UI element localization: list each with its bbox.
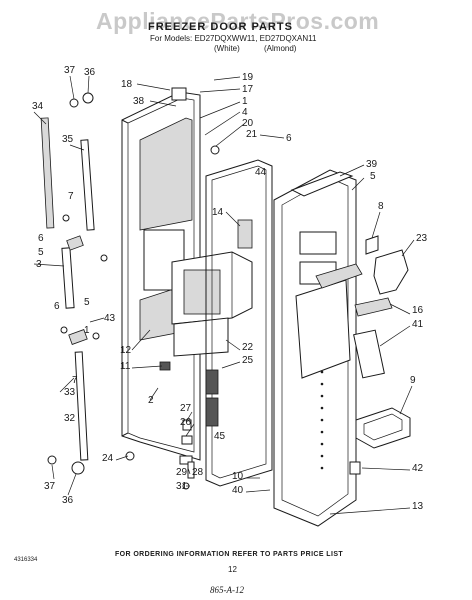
callout: 23 bbox=[416, 233, 428, 244]
callout: 41 bbox=[412, 319, 424, 330]
callout: 44 bbox=[255, 167, 267, 178]
callout: 39 bbox=[366, 159, 378, 170]
model-numbers: For Models: ED27DQXWW11, ED27DQXAN11 bbox=[150, 34, 317, 43]
callout: 6 bbox=[286, 133, 292, 144]
shelf-bin bbox=[373, 249, 409, 295]
ordering-note: FOR ORDERING INFORMATION REFER TO PARTS … bbox=[115, 551, 344, 558]
callout: 45 bbox=[214, 431, 226, 442]
callout: 34 bbox=[32, 101, 44, 112]
callout: 21 bbox=[246, 129, 258, 140]
variant-white: (White) bbox=[214, 44, 240, 53]
callout: 33 bbox=[64, 387, 76, 398]
callout: 1 bbox=[242, 96, 248, 107]
door-bin bbox=[355, 407, 411, 449]
callout: 25 bbox=[242, 355, 254, 366]
callout: 16 bbox=[412, 305, 424, 316]
callout: 5 bbox=[84, 297, 90, 308]
watermark: AppliancePartsPros.com bbox=[96, 8, 380, 34]
callout: 37 bbox=[44, 481, 56, 492]
dispenser-housing bbox=[171, 251, 253, 357]
door-gasket bbox=[205, 159, 273, 487]
callout: 40 bbox=[232, 485, 244, 496]
callout: 6 bbox=[54, 301, 60, 312]
callout: 29 bbox=[176, 467, 188, 478]
callout: 10 bbox=[232, 471, 244, 482]
callout: 36 bbox=[62, 495, 74, 506]
hinge-parts bbox=[40, 92, 135, 475]
callout: 35 bbox=[62, 134, 74, 145]
callout-leader-lines bbox=[33, 75, 415, 515]
callout: 42 bbox=[412, 463, 424, 474]
callout: 5 bbox=[370, 171, 376, 182]
small-bracket bbox=[365, 235, 379, 255]
callout: 24 bbox=[102, 453, 114, 464]
callout: 12 bbox=[120, 345, 132, 356]
callout: 5 bbox=[38, 247, 44, 258]
upper-shelf-rail bbox=[290, 171, 354, 197]
callout: 6 bbox=[38, 233, 44, 244]
handwritten-note: 865-A-12 bbox=[210, 585, 244, 595]
callout: 28 bbox=[192, 467, 204, 478]
trim-strip bbox=[354, 297, 393, 317]
callout: 38 bbox=[133, 96, 145, 107]
callout: 36 bbox=[84, 67, 96, 78]
callout: 27 bbox=[180, 403, 192, 414]
callout: 20 bbox=[242, 118, 254, 129]
callout: 1 bbox=[84, 325, 90, 336]
callout: 26 bbox=[180, 417, 192, 428]
callout: 8 bbox=[378, 201, 384, 212]
callout: 17 bbox=[242, 84, 254, 95]
ice-dispenser-cover bbox=[295, 263, 363, 379]
callout: 7 bbox=[72, 375, 78, 386]
callout: 2 bbox=[148, 395, 154, 406]
callout: 14 bbox=[212, 207, 224, 218]
callout: 22 bbox=[242, 342, 254, 353]
bottom-hardware bbox=[159, 87, 361, 490]
label-card bbox=[353, 329, 385, 379]
callout: 31 bbox=[176, 481, 188, 492]
callout: 7 bbox=[68, 191, 74, 202]
callout: 9 bbox=[410, 375, 416, 386]
callout: 13 bbox=[412, 501, 424, 512]
callout: 19 bbox=[242, 72, 254, 83]
document-number: 4316334 bbox=[14, 557, 38, 563]
callout: 11 bbox=[120, 361, 131, 372]
callout: 18 bbox=[121, 79, 133, 90]
diagram-title: FREEZER DOOR PARTS bbox=[148, 21, 293, 33]
callout: 32 bbox=[64, 413, 76, 424]
callout: 43 bbox=[104, 313, 116, 324]
callout: 37 bbox=[64, 65, 76, 76]
callout: 3 bbox=[36, 259, 42, 270]
variant-almond: (Almond) bbox=[264, 44, 297, 53]
callout: 4 bbox=[242, 107, 248, 118]
page-number: 12 bbox=[228, 565, 237, 574]
